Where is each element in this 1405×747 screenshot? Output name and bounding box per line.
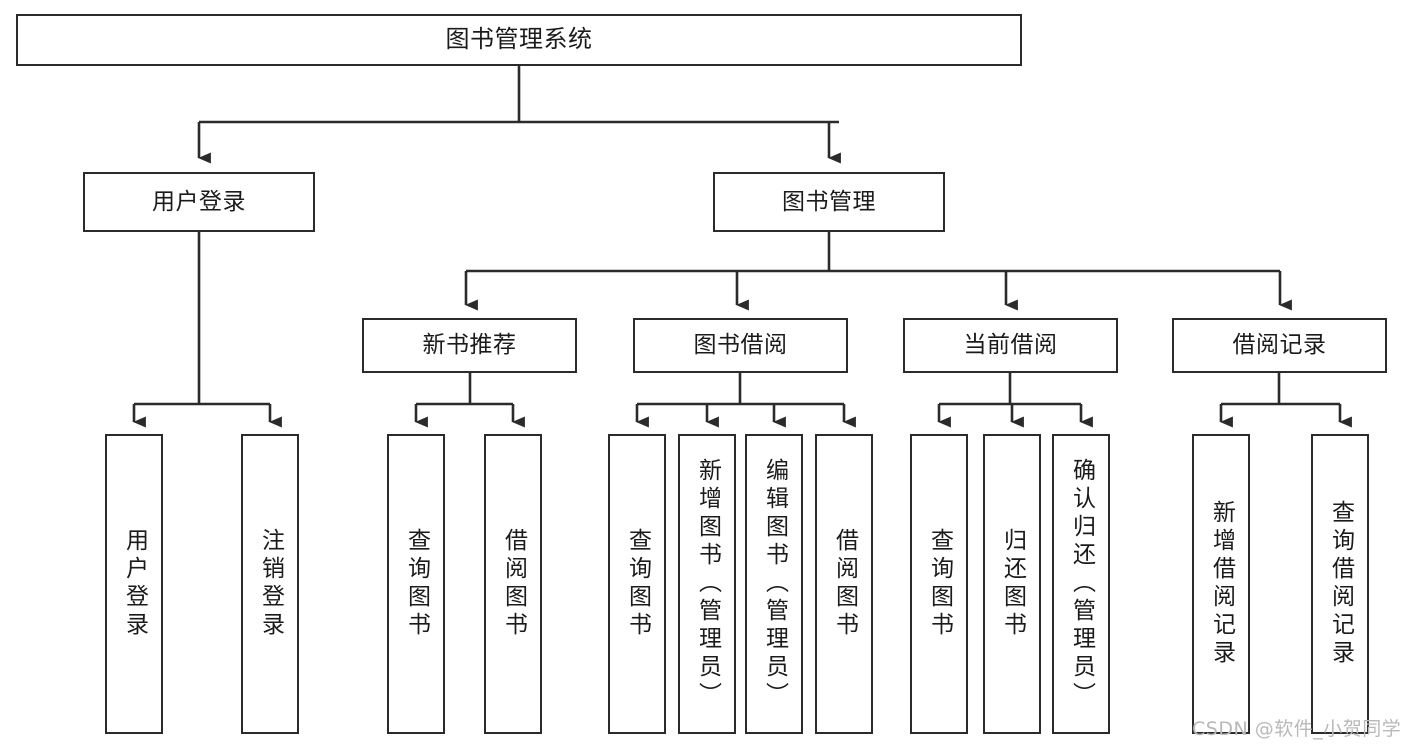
node-leaf-borrow-book-2[interactable]: 借阅图书 xyxy=(815,434,873,734)
node-root-label: 图书管理系统 xyxy=(445,25,593,54)
node-new-book-rec-label: 新书推荐 xyxy=(422,332,517,359)
node-borrow-record[interactable]: 借阅记录 xyxy=(1172,318,1387,373)
node-book-manage[interactable]: 图书管理 xyxy=(713,172,945,232)
csdn-watermark: CSDN @软件_小贺同学 xyxy=(1192,718,1402,740)
node-leaf-user-login-label: 用户登录 xyxy=(121,528,148,640)
node-leaf-query-book-1[interactable]: 查询图书 xyxy=(387,434,445,734)
node-leaf-add-record-label: 新增借阅记录 xyxy=(1208,500,1235,668)
node-leaf-user-logout-label: 注销登录 xyxy=(257,528,284,640)
node-leaf-confirm-return[interactable]: 确认归还（管理员） xyxy=(1052,434,1110,734)
node-book-borrow[interactable]: 图书借阅 xyxy=(633,318,848,373)
node-new-book-rec[interactable]: 新书推荐 xyxy=(362,318,577,373)
node-leaf-add-record[interactable]: 新增借阅记录 xyxy=(1192,434,1250,734)
node-leaf-query-book-3-label: 查询图书 xyxy=(926,528,953,640)
node-leaf-borrow-book-2-label: 借阅图书 xyxy=(831,528,858,640)
node-leaf-user-login[interactable]: 用户登录 xyxy=(105,434,163,734)
node-current-borrow[interactable]: 当前借阅 xyxy=(903,318,1118,373)
node-leaf-query-book-1-label: 查询图书 xyxy=(403,528,430,640)
node-leaf-return-book[interactable]: 归还图书 xyxy=(983,434,1041,734)
node-user-login-label: 用户登录 xyxy=(152,188,246,215)
node-leaf-user-logout[interactable]: 注销登录 xyxy=(241,434,299,734)
node-leaf-borrow-book-1[interactable]: 借阅图书 xyxy=(484,434,542,734)
node-leaf-query-book-2[interactable]: 查询图书 xyxy=(608,434,666,734)
node-leaf-query-book-2-label: 查询图书 xyxy=(624,528,651,640)
node-leaf-add-book[interactable]: 新增图书（管理员） xyxy=(678,434,736,734)
node-current-borrow-label: 当前借阅 xyxy=(963,332,1058,359)
node-leaf-add-book-label: 新增图书（管理员） xyxy=(694,458,721,710)
node-leaf-query-record-label: 查询借阅记录 xyxy=(1327,500,1354,668)
node-book-manage-label: 图书管理 xyxy=(782,188,876,215)
node-book-borrow-label: 图书借阅 xyxy=(693,332,788,359)
node-leaf-confirm-return-label: 确认归还（管理员） xyxy=(1068,458,1095,710)
node-leaf-query-book-3[interactable]: 查询图书 xyxy=(910,434,968,734)
node-borrow-record-label: 借阅记录 xyxy=(1232,332,1327,359)
node-leaf-borrow-book-1-label: 借阅图书 xyxy=(500,528,527,640)
node-leaf-return-book-label: 归还图书 xyxy=(999,528,1026,640)
node-user-login[interactable]: 用户登录 xyxy=(83,172,315,232)
node-leaf-edit-book[interactable]: 编辑图书（管理员） xyxy=(745,434,803,734)
node-leaf-query-record[interactable]: 查询借阅记录 xyxy=(1311,434,1369,734)
node-root[interactable]: 图书管理系统 xyxy=(16,14,1022,66)
node-leaf-edit-book-label: 编辑图书（管理员） xyxy=(761,458,788,710)
